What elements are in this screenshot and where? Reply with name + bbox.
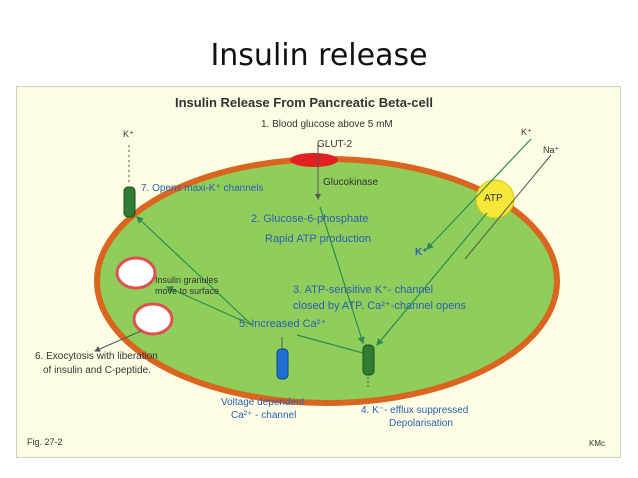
step6a-label: 6. Exocytosis with liberation [35, 351, 158, 362]
step6b-label: of insulin and C-peptide. [43, 365, 151, 376]
step2b-label: Rapid ATP production [265, 233, 371, 245]
step3b-label: closed by ATP. Ca²⁺-channel opens [293, 300, 466, 312]
k-top-left-label: K⁺ [123, 129, 134, 139]
na-top-right-label: Na⁺ [543, 145, 560, 155]
slide-title: Insulin release [210, 38, 428, 73]
step4a-label: 4. K⁻- efflux suppressed [361, 405, 469, 416]
step4b-label: Depolarisation [389, 418, 453, 429]
step3a-label: 3. ATP-sensitive K⁺- channel [293, 284, 434, 296]
figure-title: Insulin Release From Pancreatic Beta-cel… [175, 95, 433, 110]
atp-label: ATP [484, 193, 503, 204]
fig-number-label: Fig. 27-2 [27, 437, 63, 447]
katp-channel [362, 344, 375, 376]
k-inside-label: K⁺ [415, 247, 428, 258]
step7-label: 7. Opens maxi-K⁺ channels [141, 183, 264, 194]
granules-label-b: move to surface [155, 286, 220, 296]
k-top-right-label: K⁺ [521, 127, 532, 137]
vdcc-label-a: Voltage dependent [221, 397, 305, 408]
diagram-figure: Insulin Release From Pancreatic Beta-cel… [16, 86, 621, 458]
glucokinase-label: Glucokinase [323, 177, 379, 188]
insulin-granule-1 [115, 256, 157, 290]
credit-label: KMc [589, 439, 605, 448]
insulin-granule-2 [132, 302, 174, 336]
glut2-transporter [290, 153, 338, 167]
diagram-svg [94, 138, 560, 406]
maxi-k-channel [123, 186, 136, 218]
glut2-label: GLUT-2 [317, 139, 353, 150]
vdcc-channel [276, 348, 289, 380]
vdcc-label-b: Ca²⁺ - channel [231, 410, 297, 421]
step2a-label: 2. Glucose-6-phosphate [251, 213, 369, 225]
step1-label: 1. Blood glucose above 5 mM [261, 119, 393, 130]
step5-label: 5. Increased Ca²⁺ [239, 318, 327, 330]
granules-label-a: Insulin granules [155, 275, 219, 285]
